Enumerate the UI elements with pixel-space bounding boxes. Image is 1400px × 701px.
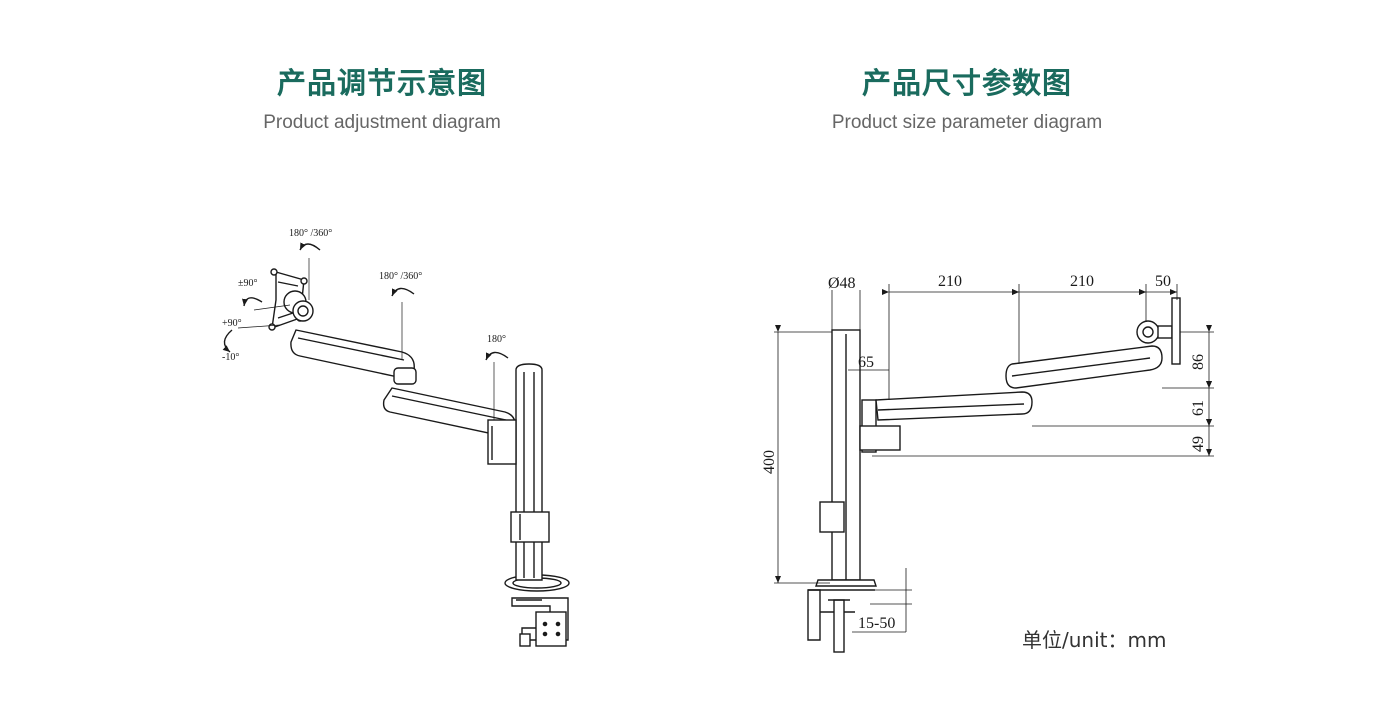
label-tilt-up: +90° [222, 318, 242, 329]
head-side [1136, 297, 1181, 365]
left-title-cn: 产品调节示意图 [276, 66, 487, 100]
rotate-arrow-base-icon [485, 351, 509, 361]
label-head-swivel: 180° /360° [289, 228, 332, 239]
rotate-arrow-head-icon [299, 242, 321, 251]
dim-pole-diameter: Ø48 [828, 275, 856, 292]
label-base-swivel: 180° [487, 334, 506, 345]
left-heading: 产品调节示意图 Product adjustment diagram [82, 62, 682, 136]
lower-arm [382, 387, 517, 465]
vesa-head [268, 268, 314, 331]
dim-clamp-range: 15-50 [858, 615, 895, 632]
lower-arm-side [875, 391, 1033, 421]
dim-height-mid: 61 [1190, 400, 1207, 416]
size-drawing [774, 284, 1214, 653]
dim-arm-length-2: 210 [1070, 273, 1094, 290]
desk-clamp [504, 574, 570, 647]
unit-label: 单位/unit：mm [1022, 628, 1167, 652]
dimension-lines [774, 284, 1214, 633]
arm-bracket-side [859, 399, 901, 453]
rotate-arrow-tilt-icon [242, 297, 263, 307]
label-arm-swivel: 180° /360° [379, 271, 422, 282]
dim-head-offset: 50 [1155, 273, 1171, 290]
label-tilt-down: -10° [222, 352, 239, 363]
right-title-cn: 产品尺寸参数图 [861, 66, 1072, 100]
label-rotate: ±90° [238, 278, 258, 289]
rotate-arrow-arm-icon [391, 287, 415, 297]
rotate-arrow-rotate-icon [222, 329, 233, 353]
right-heading: 产品尺寸参数图 Product size parameter diagram [667, 62, 1267, 136]
dim-height-low: 49 [1190, 436, 1207, 452]
dim-pole-offset: 65 [858, 354, 874, 371]
dim-pole-height: 400 [761, 450, 778, 474]
dim-height-top: 86 [1190, 354, 1207, 370]
right-title-en: Product size parameter diagram [831, 112, 1103, 133]
adjustment-drawing [222, 242, 570, 647]
pole [510, 363, 550, 581]
dim-arm-length-1: 210 [938, 273, 962, 290]
left-title-en: Product adjustment diagram [263, 112, 501, 133]
pole-side [807, 329, 877, 653]
leader-lines [237, 258, 495, 420]
upper-arm [290, 329, 417, 385]
